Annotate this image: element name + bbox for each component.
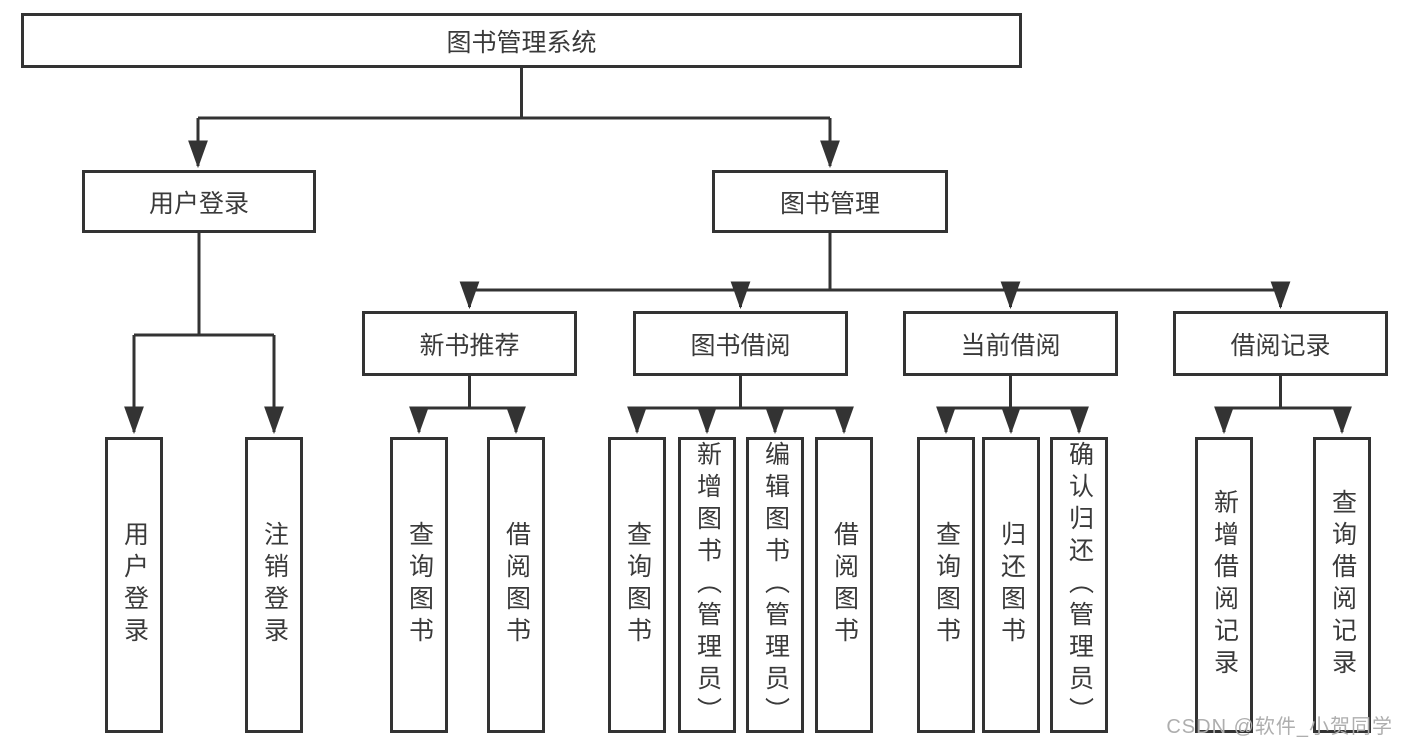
- leaf-borrow-book-borrowing: 借阅图书: [815, 437, 873, 733]
- leaf-add-book-admin: 新增图书（管理员）: [678, 437, 736, 733]
- leaf-add-borrow-record: 新增借阅记录: [1195, 437, 1253, 733]
- leaf-search-book-recommend: 查询图书: [390, 437, 448, 733]
- leaf-search-book-borrowing: 查询图书: [608, 437, 666, 733]
- node-library-management-system: 图书管理系统: [21, 13, 1022, 68]
- node-new-book-recommend: 新书推荐: [362, 311, 577, 376]
- node-book-borrowing: 图书借阅: [633, 311, 848, 376]
- leaf-user-login: 用户登录: [105, 437, 163, 733]
- leaf-edit-book-admin: 编辑图书（管理员）: [746, 437, 804, 733]
- leaf-return-book: 归还图书: [982, 437, 1040, 733]
- leaf-search-book-current: 查询图书: [917, 437, 975, 733]
- leaf-logout-login: 注销登录: [245, 437, 303, 733]
- csdn-watermark: CSDN @软件_小贺同学: [1166, 716, 1393, 738]
- leaf-confirm-return-admin: 确认归还（管理员）: [1050, 437, 1108, 733]
- leaf-borrow-book-recommend: 借阅图书: [487, 437, 545, 733]
- node-book-management: 图书管理: [712, 170, 948, 233]
- leaf-search-borrow-record: 查询借阅记录: [1313, 437, 1371, 733]
- node-user-login: 用户登录: [82, 170, 316, 233]
- node-borrowing-records: 借阅记录: [1173, 311, 1388, 376]
- node-current-borrowing: 当前借阅: [903, 311, 1118, 376]
